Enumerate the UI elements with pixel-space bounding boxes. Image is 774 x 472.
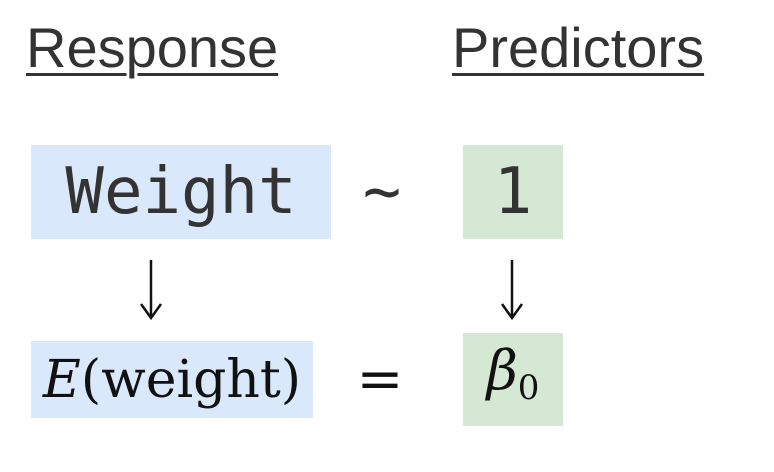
open-paren: ( — [80, 349, 102, 410]
expectation-box: E(weight) — [31, 341, 313, 418]
response-down-arrow-icon — [139, 260, 163, 321]
predictors-heading: Predictors — [452, 16, 705, 79]
formula-response-box: Weight — [31, 145, 331, 239]
formula-response-text: Weight — [65, 155, 297, 229]
coefficient-symbol: β — [486, 339, 518, 402]
formula-predictor-box: 1 — [463, 145, 563, 239]
formula-predictor-text: 1 — [493, 155, 533, 229]
equals-sign: = — [356, 347, 404, 412]
coefficient-subscript: 0 — [517, 368, 540, 408]
coefficient-box: β0 — [463, 333, 563, 426]
coefficient-expression: β0 — [487, 341, 540, 418]
expectation-expression: E(weight) — [43, 350, 301, 410]
formula-tilde: ~ — [362, 155, 402, 229]
expectation-variable: weight — [101, 349, 281, 410]
close-paren: ) — [280, 349, 302, 410]
expectation-symbol: E — [42, 349, 81, 410]
predictor-down-arrow-icon — [500, 260, 524, 321]
response-heading: Response — [26, 16, 279, 79]
